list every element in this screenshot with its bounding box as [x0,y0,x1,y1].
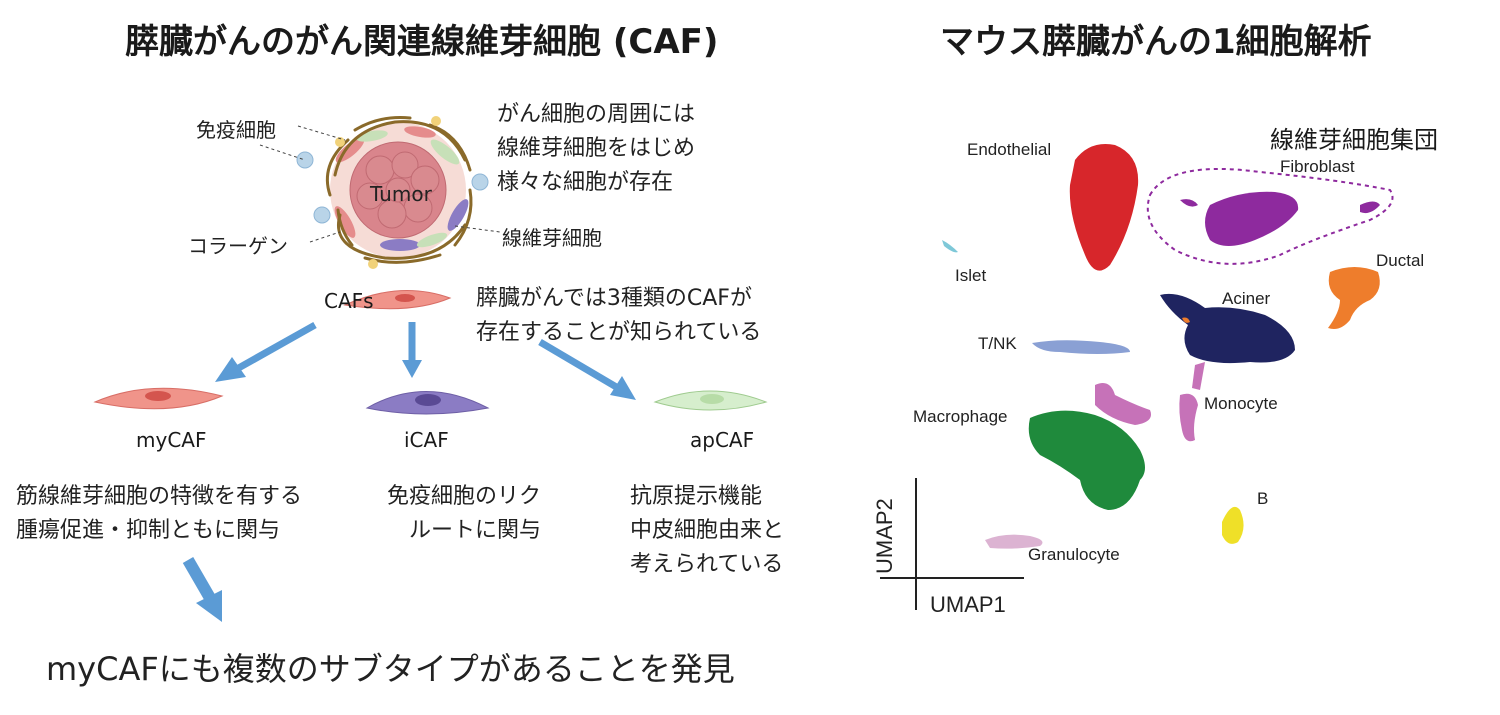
cluster-monocyte [1095,382,1151,425]
label-collagen: コラーゲン [188,234,288,258]
cluster-label-macrophage: Macrophage [913,407,1008,426]
label-tumor: Tumor [370,182,432,206]
cluster-macrophage [1028,410,1145,510]
umap-x-label: UMAP1 [930,592,1006,617]
types-note: 膵臓がんでは3種類のCAFが 存在することが知られている [476,282,761,350]
mycaf-cell [93,387,224,410]
subtype-desc-icaf: 免疫細胞のリク ルートに関与 [387,480,541,548]
umap-y-label: UMAP2 [872,498,897,574]
cluster-endothelial [1069,144,1139,271]
arrow-to-conclusion [182,556,222,622]
arrow-to-icaf [402,322,422,378]
cluster-granulocyte [985,534,1043,549]
cluster-fibroblast [1205,191,1299,246]
cluster-label-ductal: Ductal [1376,251,1425,270]
arrow-to-apcaf [538,338,636,400]
subtype-desc-mycaf: 筋線維芽細胞の特徴を有する 腫瘍促進・抑制ともに関与 [16,480,302,548]
cluster-label-tnk: T/NK [978,334,1017,353]
cluster-aciner [1160,293,1295,364]
subtype-desc-line: 免疫細胞のリク [387,484,542,509]
cluster-label-b: B [1257,489,1269,508]
subtype-desc-line: 抗原提示機能 [630,484,763,509]
umap-plot [880,144,1394,610]
context-note: がん細胞の周囲には 線維芽細胞をはじめ 様々な細胞が存在 [497,98,695,200]
right-title: マウス膵臓がんの1細胞解析 [940,22,1372,62]
subtype-desc-line: 筋線維芽細胞の特徴を有する [16,484,303,509]
cluster-tnk [1032,340,1130,354]
types-note-line: 存在することが知られている [476,320,762,345]
label-immune-cell: 免疫細胞 [196,118,276,142]
caf-parent-cell [343,290,452,310]
subtype-desc-line: 腫瘍促進・抑制ともに関与 [16,518,281,543]
cluster-label-islet: Islet [955,266,987,285]
context-note-line: がん細胞の周囲には [497,102,696,127]
icaf-cell [365,391,490,415]
subtype-desc-apcaf: 抗原提示機能 中皮細胞由来と 考えられている [630,480,784,582]
apcaf-cell [653,390,768,411]
subtype-name-apcaf: apCAF [690,428,755,452]
subtype-name-icaf: iCAF [404,428,449,452]
fibroblast-group-label: 線維芽細胞集団 [1270,126,1438,154]
subtype-desc-line: 考えられている [630,552,784,577]
label-fibroblast: 線維芽細胞 [502,226,602,250]
cluster-label-aciner: Aciner [1222,289,1271,308]
cluster-b [1222,506,1244,544]
context-note-line: 様々な細胞が存在 [497,170,674,195]
cluster-label-fibroblast: Fibroblast [1280,157,1355,176]
cluster-islet [942,240,958,253]
cluster-ductal [1328,267,1380,329]
subtype-name-mycaf: myCAF [136,428,207,452]
arrow-to-mycaf [215,321,317,382]
cluster-label-granulocyte: Granulocyte [1028,545,1120,564]
tumor-illustration [259,116,501,269]
left-title: 膵臓がんのがん関連線維芽細胞 (CAF) [125,22,719,62]
types-note-line: 膵臓がんでは3種類のCAFが [476,286,752,311]
fibroblast-enclosure [1146,167,1394,265]
cafs-label: CAFs [324,289,374,313]
cluster-label-endothelial: Endothelial [967,140,1052,159]
subtype-desc-line: ルートに関与 [409,518,542,543]
subtype-desc-line: 中皮細胞由来と [630,518,785,543]
cluster-label-monocyte: Monocyte [1204,394,1278,413]
context-note-line: 線維芽細胞をはじめ [497,136,696,161]
conclusion-text: myCAFにも複数のサブタイプがあることを発見 [46,650,735,688]
